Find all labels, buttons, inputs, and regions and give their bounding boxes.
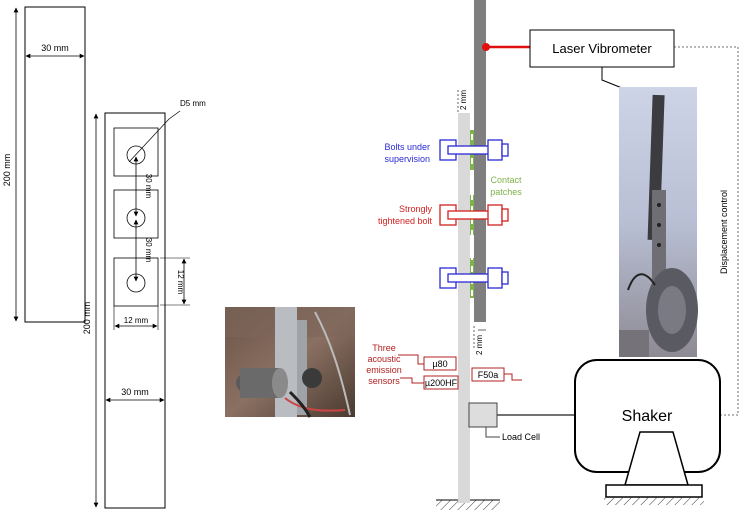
dim-side-12: 12 mm xyxy=(176,270,185,295)
lower-beam xyxy=(458,113,470,503)
dim-width-bottom: 30 mm xyxy=(121,387,149,397)
laser-vibrometer: Laser Vibrometer xyxy=(482,29,675,89)
bolt-supervised-2 xyxy=(439,267,509,289)
dim-hole-diameter: D5 mm xyxy=(180,99,206,108)
dim-height-left: 200 mm xyxy=(2,154,12,187)
sensor-f50a: F50a xyxy=(478,370,499,380)
bolt-tightened xyxy=(439,204,509,226)
label-displacement-control: Displacement control xyxy=(719,190,729,274)
dim-spacing-1: 30 mm xyxy=(144,174,153,199)
bolt-supervised-1 xyxy=(439,139,509,161)
specimen-plain-drawing: 30 mm 200 mm xyxy=(2,6,86,323)
dim-gap-bottom: 2 mm xyxy=(475,335,484,355)
label-load-cell: Load Cell xyxy=(502,432,540,442)
specimen-bolted-drawing: 30 mm 30 mm D5 mm 12 mm 12 mm 30 mm 200 … xyxy=(82,99,206,509)
sensor-u200hf: µ200HF xyxy=(425,378,458,388)
shaker: Shaker xyxy=(574,359,721,505)
label-shaker: Shaker xyxy=(622,408,673,425)
load-cell: Load Cell xyxy=(468,402,580,442)
label-laser-vibrometer: Laser Vibrometer xyxy=(552,41,652,56)
beam-assembly: 2 mm 2 mm xyxy=(436,0,509,510)
dim-gap-top: 2 mm xyxy=(459,90,468,110)
sensor-photo xyxy=(225,307,355,418)
specimen-plain-outline xyxy=(24,6,86,323)
specimen-photo xyxy=(619,87,698,357)
dim-width-top: 30 mm xyxy=(41,43,69,53)
dim-bottom-12: 12 mm xyxy=(124,316,149,325)
upper-beam xyxy=(474,0,486,322)
dim-height-lower: 200 mm xyxy=(82,302,92,335)
sensor-u80: µ80 xyxy=(432,359,447,369)
dim-spacing-2: 30 mm xyxy=(144,238,153,263)
